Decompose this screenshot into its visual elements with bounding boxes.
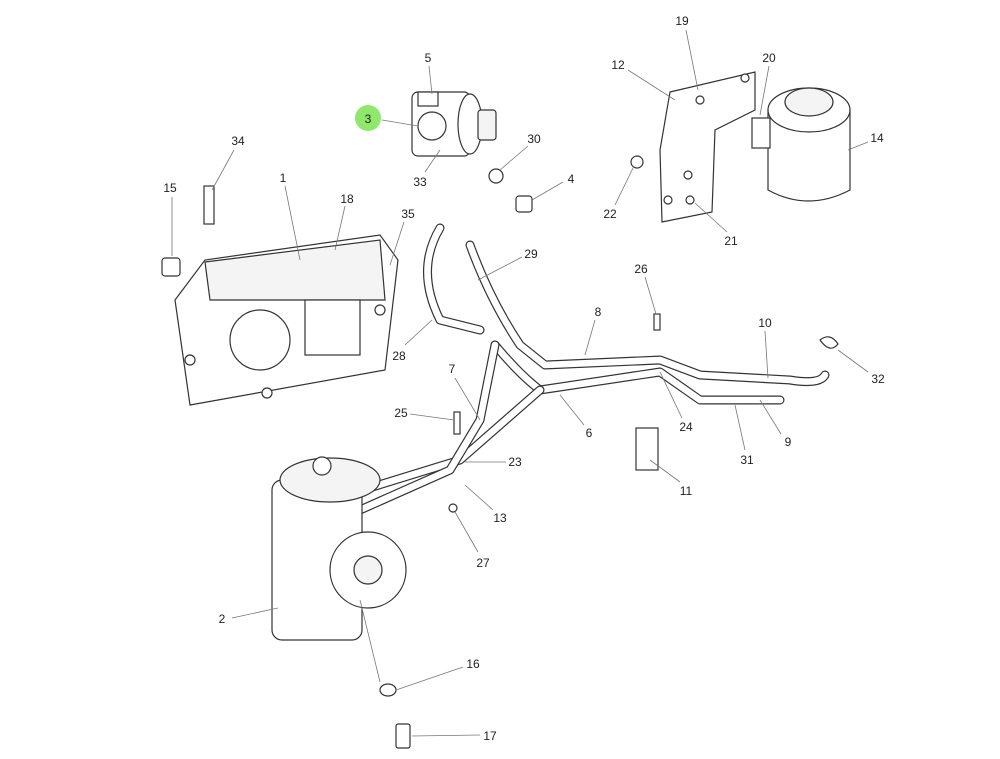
callout-6[interactable]: 6 <box>586 426 593 440</box>
power-steering-pump <box>411 91 497 157</box>
bolt-25 <box>453 411 461 435</box>
callout-27[interactable]: 27 <box>476 556 490 570</box>
adapter-plate <box>174 234 399 406</box>
callout-18[interactable]: 18 <box>340 192 354 206</box>
callout-8[interactable]: 8 <box>595 305 602 319</box>
callout-15[interactable]: 15 <box>163 181 177 195</box>
callout-14[interactable]: 14 <box>870 131 884 145</box>
callout-9[interactable]: 9 <box>785 435 792 449</box>
seal-ring-16 <box>379 683 397 697</box>
seal-ring-30 <box>488 168 504 184</box>
callout-17[interactable]: 17 <box>483 729 497 743</box>
callout-23[interactable]: 23 <box>508 455 522 469</box>
callout-2[interactable]: 2 <box>219 612 226 626</box>
callout-12[interactable]: 12 <box>611 58 625 72</box>
bolt-34 <box>203 185 215 225</box>
callout-5[interactable]: 5 <box>425 51 432 65</box>
nut-22 <box>630 155 644 169</box>
callout-25[interactable]: 25 <box>394 406 408 420</box>
bracket-11 <box>635 427 659 471</box>
callout-29[interactable]: 29 <box>524 247 538 261</box>
callout-34[interactable]: 34 <box>231 134 245 148</box>
callout-7[interactable]: 7 <box>449 362 456 376</box>
callout-20[interactable]: 20 <box>762 51 776 65</box>
callout-24[interactable]: 24 <box>679 420 693 434</box>
callout-16[interactable]: 16 <box>466 657 480 671</box>
pipes <box>280 223 830 545</box>
leader-lines <box>171 29 869 737</box>
callout-3[interactable]: 3 <box>365 112 372 126</box>
callout-30[interactable]: 30 <box>527 132 541 146</box>
reservoir-bracket <box>659 71 756 223</box>
callouts: 19 5 12 20 3 34 30 14 1 15 18 33 4 35 22… <box>163 14 885 743</box>
bolt-17 <box>395 723 411 749</box>
callout-19[interactable]: 19 <box>675 14 689 28</box>
callout-22[interactable]: 22 <box>603 207 617 221</box>
washer-27 <box>448 503 458 513</box>
callout-21[interactable]: 21 <box>724 234 738 248</box>
callout-31[interactable]: 31 <box>740 453 754 467</box>
nut-4 <box>515 195 533 213</box>
callout-35[interactable]: 35 <box>401 207 415 221</box>
callout-11[interactable]: 11 <box>680 484 693 498</box>
callout-33[interactable]: 33 <box>413 175 427 189</box>
steering-gear <box>271 456 407 641</box>
callout-26[interactable]: 26 <box>634 262 648 276</box>
clamp-32 <box>819 336 839 349</box>
callout-1[interactable]: 1 <box>280 171 287 185</box>
bolt-26 <box>653 313 661 331</box>
plug-15 <box>161 257 181 277</box>
callout-4[interactable]: 4 <box>568 172 575 186</box>
callout-32[interactable]: 32 <box>871 372 885 386</box>
selected-callout-highlight <box>355 105 381 131</box>
oil-reservoir <box>751 87 851 202</box>
callout-28[interactable]: 28 <box>392 349 406 363</box>
callout-13[interactable]: 13 <box>493 511 507 525</box>
callout-10[interactable]: 10 <box>758 316 772 330</box>
